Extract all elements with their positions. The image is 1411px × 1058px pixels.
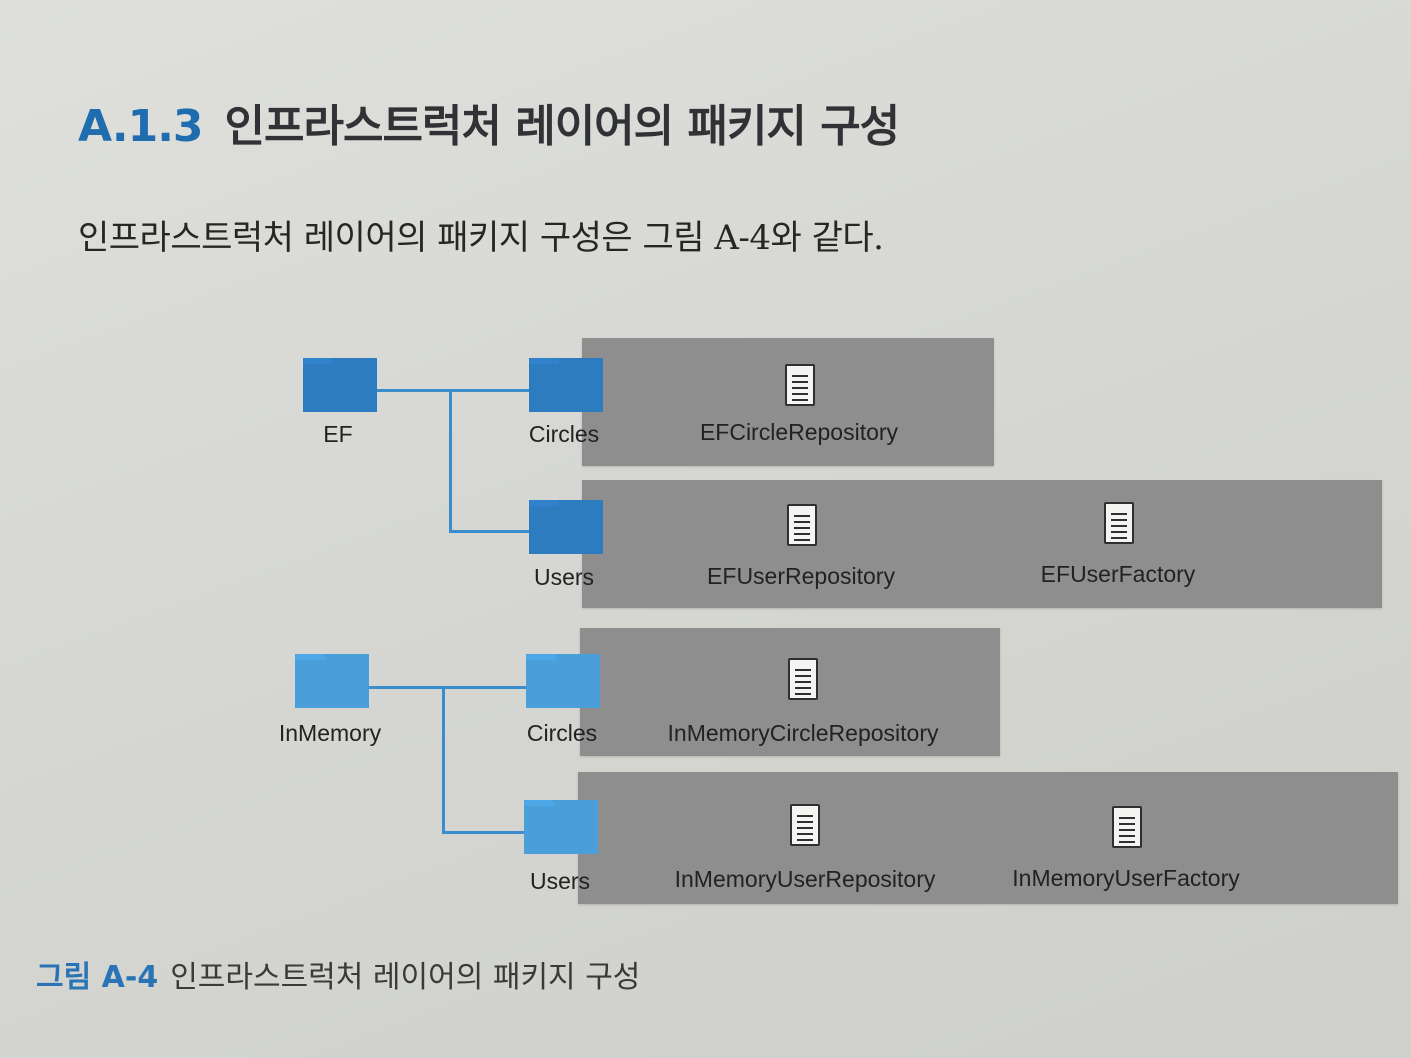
inmemory-user-factory-file-icon [1112, 806, 1142, 848]
ef-connector-horizontal [376, 389, 532, 392]
inmemory-circles-folder-label: Circles [526, 720, 598, 746]
inmemory-user-repository-label: InMemoryUserRepository [674, 866, 936, 892]
section-title: 인프라스트럭처 레이어의 패키지 구성 [224, 101, 901, 152]
inmemory-users-panel [578, 772, 1398, 904]
inmemory-users-folder-label: Users [529, 868, 591, 894]
ef-users-folder-label: Users [533, 564, 595, 590]
ef-circles-folder-icon [529, 358, 603, 412]
ef-user-factory-file-icon [1104, 502, 1134, 544]
ef-circles-folder-label: Circles [528, 421, 600, 447]
inmemory-user-factory-label: InMemoryUserFactory [1012, 865, 1240, 891]
inmemory-circle-repository-file-icon [788, 658, 818, 700]
figure-caption: 그림 A-4 인프라스트럭처 레이어의 패키지 구성 [36, 952, 640, 996]
ef-user-repository-label: EFUserRepository [707, 563, 895, 589]
section-heading: A.1.3 인프라스트럭처 레이어의 패키지 구성 [78, 90, 901, 154]
ef-users-panel [582, 480, 1382, 608]
inmemory-user-repository-file-icon [790, 804, 820, 846]
inmemory-connector-vertical [442, 686, 445, 834]
figure-caption-text: 인프라스트럭처 레이어의 패키지 구성 [170, 960, 641, 995]
inmemory-circle-repository-label: InMemoryCircleRepository [667, 720, 939, 746]
inmemory-connector-horizontal [368, 686, 528, 689]
ef-connector-vertical [449, 389, 452, 533]
ef-user-factory-label: EFUserFactory [1040, 561, 1196, 587]
inmemory-folder-icon [295, 654, 369, 708]
ef-circle-repository-label: EFCircleRepository [699, 419, 899, 445]
inmemory-users-folder-icon [524, 800, 598, 854]
ef-connector-users [449, 530, 532, 533]
intro-paragraph: 인프라스트럭처 레이어의 패키지 구성은 그림 A-4와 같다. [78, 218, 884, 258]
ef-circle-repository-file-icon [785, 364, 815, 406]
ef-users-folder-icon [529, 500, 603, 554]
ef-folder-label: EF [323, 421, 353, 447]
section-number: A.1.3 [78, 101, 204, 152]
inmemory-circles-folder-icon [526, 654, 600, 708]
figure-caption-number: 그림 A-4 [36, 960, 159, 995]
inmemory-connector-users [442, 831, 528, 834]
ef-folder-icon [303, 358, 377, 412]
ef-user-repository-file-icon [787, 504, 817, 546]
inmemory-folder-label: InMemory [278, 720, 382, 746]
